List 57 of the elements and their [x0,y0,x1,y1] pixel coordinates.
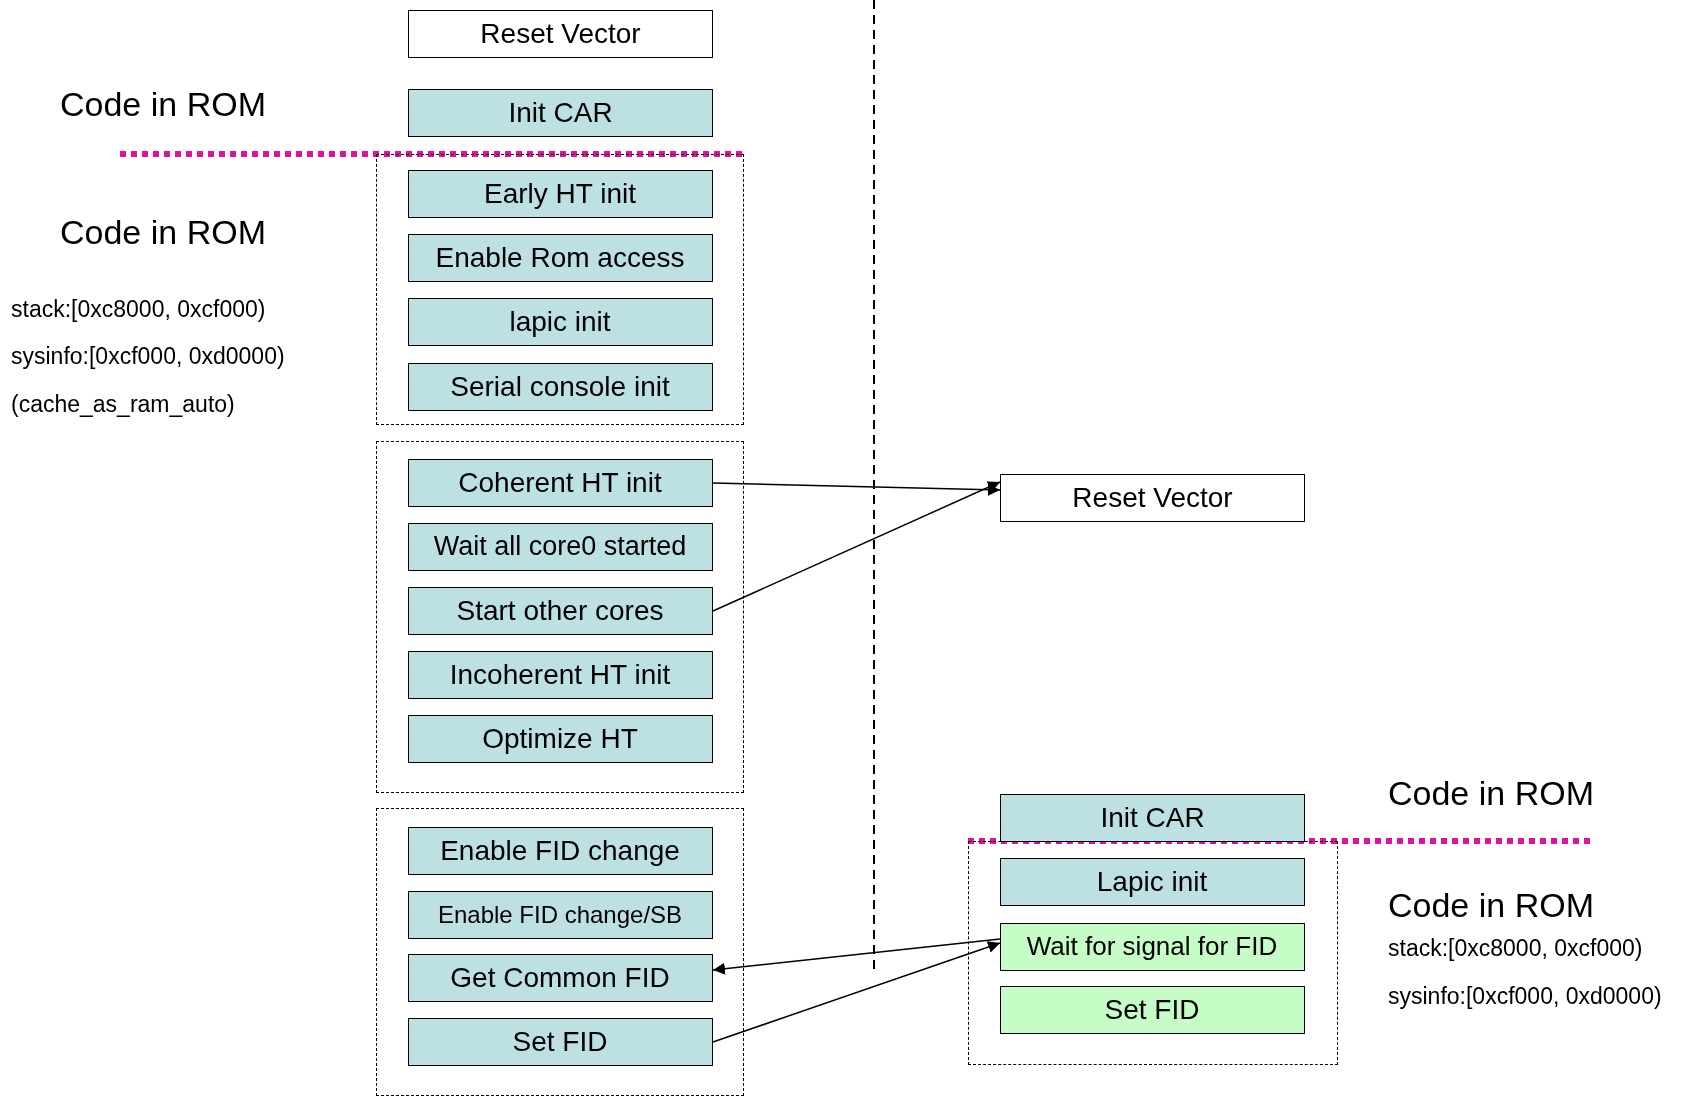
box-label: Lapic init [1096,865,1208,898]
box-label: Enable FID change/SB [437,900,683,929]
arrow [712,482,1001,496]
process-box [1000,474,1305,522]
box-label: Init CAR [508,97,613,129]
arrow [712,938,1001,975]
process-box [407,233,713,282]
box-label: lapic init [509,305,611,338]
box-label: Set FID [1104,993,1200,1026]
arrow [712,941,1001,1043]
process-box [407,1017,713,1066]
box-label: Serial console init [450,370,670,403]
process-box [407,362,713,411]
process-box [408,89,713,137]
box-label: Set FID [512,1025,608,1058]
note-text: Code in ROM [60,213,266,252]
note-text: stack:[0xc8000, 0xcf000) [1388,935,1643,962]
process-box [407,953,713,1002]
note-text: Code in ROM [1388,886,1594,925]
box-label: Enable FID change [440,834,680,867]
box-label: Optimize HT [482,722,638,755]
process-box [999,857,1305,906]
box-label: Wait all core0 started [433,531,687,562]
box-label: Enable Rom access [435,241,685,274]
note-text: sysinfo:[0xcf000, 0xd0000) [1388,983,1662,1010]
process-box [407,890,713,939]
process-box [999,922,1305,971]
process-box [407,297,713,346]
process-box [407,650,713,699]
process-box [408,10,713,58]
dashed-group-box [376,441,744,793]
note-text: Code in ROM [1388,774,1594,813]
process-box [1000,794,1305,842]
note-text: stack:[0xc8000, 0xcf000) [11,296,266,323]
box-label: Early HT init [484,177,636,210]
note-text: sysinfo:[0xcf000, 0xd0000) [11,343,285,370]
process-box [407,586,713,635]
process-box [407,169,713,218]
process-box [407,522,713,571]
box-label: Init CAR [1100,802,1205,834]
arrow [712,481,1001,612]
note-text: (cache_as_ram_auto) [11,391,235,418]
dashed-group-box [376,154,744,425]
box-label: Reset Vector [1072,482,1233,514]
process-box [999,985,1305,1034]
box-label: Get Common FID [450,961,670,994]
box-label: Start other cores [456,594,664,627]
box-label: Reset Vector [480,18,641,50]
process-box [407,714,713,763]
process-box [407,826,713,875]
dashed-group-box [376,808,744,1096]
box-label: Wait for signal for FID [1026,931,1278,962]
dashed-group-box [968,841,1338,1065]
box-label: Coherent HT init [458,466,662,499]
note-text: Code in ROM [60,85,266,124]
process-box [407,458,713,507]
box-label: Incoherent HT init [449,658,671,691]
